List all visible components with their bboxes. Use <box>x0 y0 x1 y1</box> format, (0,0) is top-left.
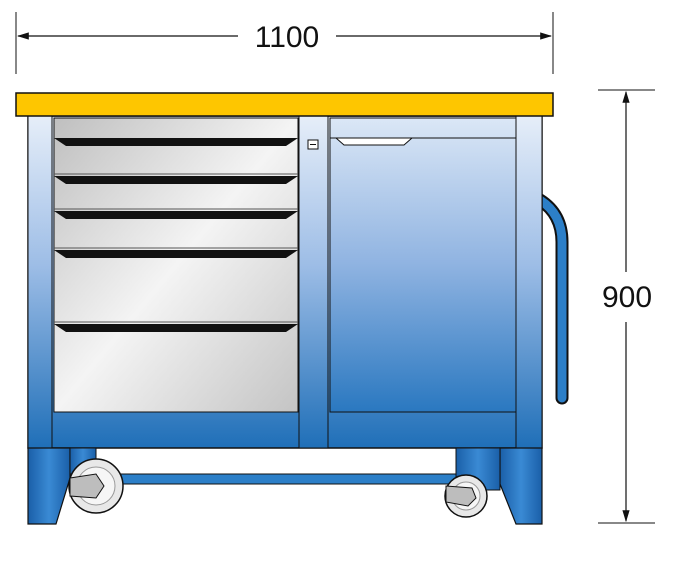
drawer[interactable] <box>54 138 298 146</box>
drawer[interactable] <box>54 321 298 332</box>
drawer-stack <box>53 117 299 413</box>
height-dimension: 900 <box>598 89 655 524</box>
drawer[interactable] <box>54 208 298 219</box>
drawer[interactable] <box>54 247 298 258</box>
lock-icon[interactable] <box>307 139 319 150</box>
wheel-icon <box>444 474 488 518</box>
wheel-icon <box>68 458 124 514</box>
push-handle-icon <box>533 193 569 405</box>
width-label: 1100 <box>255 21 320 54</box>
height-label: 900 <box>602 281 652 314</box>
stretcher-bar <box>95 473 457 485</box>
worktop <box>15 92 554 117</box>
width-dimension: 1100 <box>15 12 554 74</box>
drawer[interactable] <box>54 173 298 184</box>
cabinet-door[interactable] <box>329 117 517 413</box>
